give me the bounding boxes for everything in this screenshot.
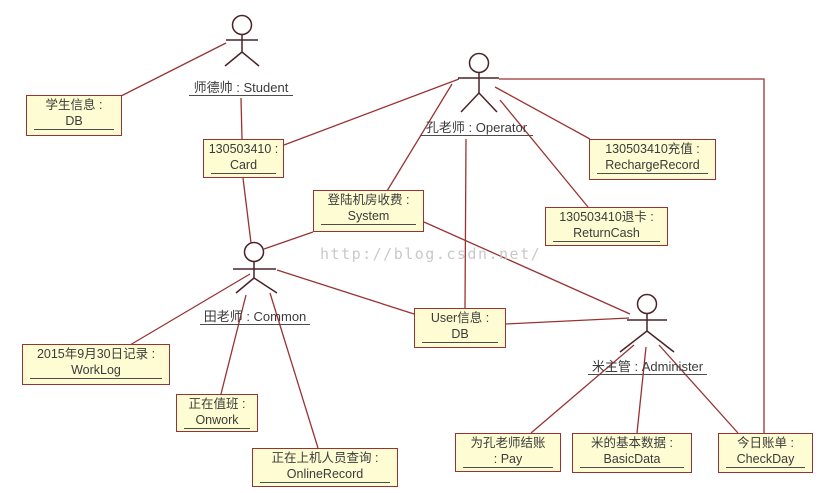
link-student-studentdb — [120, 42, 227, 97]
link-system-administer — [423, 221, 631, 315]
object-name: 130503410 : — [208, 142, 279, 156]
link-operator-system — [386, 83, 453, 192]
actor-label-operator: 孔老师 : Operator — [420, 117, 533, 136]
object-system: 登陆机房收费 : System — [313, 190, 424, 232]
object-class: OnlineRecord — [260, 467, 390, 483]
watermark-url: http://blog.csdn.net/ — [320, 245, 542, 263]
link-operator-userdb — [464, 138, 467, 309]
object-class: Card — [211, 158, 276, 174]
object-name: 2015年9月30日记录 : — [36, 347, 156, 361]
object-name: 今日账单 : — [737, 436, 794, 450]
actor-label-administer: 米主管 : Administer — [588, 356, 707, 375]
object-name: 正在值班 : — [188, 397, 246, 411]
link-common-onlinerecord — [269, 292, 319, 449]
object-class: CheckDay — [726, 452, 805, 468]
object-name: 为孔老师结账 — [470, 436, 546, 450]
actor-common-figure — [233, 241, 278, 294]
object-card: 130503410 : Card — [203, 139, 284, 178]
object-class: : Pay — [463, 452, 553, 468]
object-pay: 为孔老师结账 : Pay — [455, 433, 561, 472]
object-class: System — [321, 209, 416, 225]
object-class: WorkLog — [30, 363, 162, 379]
object-name: 米的基本数据 : — [591, 436, 673, 450]
link-operator-returncash — [499, 99, 589, 208]
link-common-system — [263, 231, 314, 250]
object-onwork: 正在值班 : Onwork — [176, 394, 258, 432]
object-name: 130503410充值 : — [605, 142, 700, 156]
actor-label-student: 师德帅 : Student — [189, 77, 293, 96]
actor-student-figure — [224, 14, 260, 67]
object-worklog: 2015年9月30日记录 : WorkLog — [22, 344, 170, 385]
object-user-db: User信息 : DB — [414, 308, 506, 348]
link-administer-checkday — [658, 344, 739, 434]
object-class: BasicData — [580, 452, 684, 468]
actor-label-common: 田老师 : Common — [200, 306, 310, 325]
object-class: DB — [34, 114, 114, 130]
object-name: 130503410退卡 : — [559, 210, 654, 224]
object-basicdata: 米的基本数据 : BasicData — [572, 433, 692, 473]
object-rechargerecord: 130503410充值 : RechargeRecord — [589, 139, 716, 180]
object-student-db: 学生信息 : DB — [26, 95, 122, 136]
link-card-operator — [283, 78, 460, 146]
actor-administer-figure — [619, 293, 675, 353]
object-onlinerecord: 正在上机人员查询 : OnlineRecord — [252, 448, 398, 487]
object-name: 正在上机人员查询 : — [271, 451, 379, 465]
link-administer-basicdata — [636, 346, 647, 434]
object-class: DB — [422, 327, 498, 343]
link-common-userdb — [276, 269, 415, 315]
link-operator-checkday — [499, 78, 765, 433]
link-student-card — [240, 97, 243, 140]
actor-operator-figure — [458, 52, 499, 113]
link-common-onwork — [220, 294, 247, 395]
link-userdb-administer — [505, 317, 630, 325]
link-administer-pay — [530, 344, 635, 434]
object-class: RechargeRecord — [597, 158, 708, 174]
object-name: 学生信息 : — [45, 98, 103, 112]
object-returncash: 130503410退卡 : ReturnCash — [545, 207, 668, 246]
link-common-worklog — [129, 273, 251, 346]
object-class: ReturnCash — [553, 226, 660, 242]
link-operator-recharge — [494, 86, 591, 140]
object-name: 登陆机房收费 : — [327, 193, 410, 207]
object-checkday: 今日账单 : CheckDay — [718, 433, 813, 473]
link-card-common — [242, 177, 252, 244]
object-class: Onwork — [184, 413, 250, 429]
object-name: User信息 : — [430, 311, 490, 325]
